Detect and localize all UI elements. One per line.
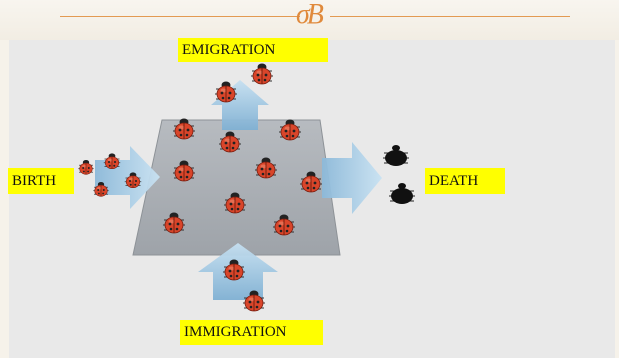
dead-ladybug-icon <box>382 144 410 167</box>
ladybug-icon <box>103 153 121 170</box>
death-label: DEATH <box>425 168 505 194</box>
emigration-label: EMIGRATION <box>178 38 328 62</box>
header-rule-right <box>330 16 570 17</box>
dead-ladybug-icon <box>388 182 416 205</box>
ladybug-icon <box>77 159 95 175</box>
header-rule-left <box>60 16 300 17</box>
header-band: σΒ <box>0 0 619 40</box>
ladybug-icon <box>214 81 238 103</box>
immigration-label: IMMIGRATION <box>180 320 323 345</box>
ladybug-icon <box>250 63 274 85</box>
death-arrow <box>322 142 382 214</box>
header-ornament: σΒ <box>296 0 324 30</box>
birth-label: BIRTH <box>8 168 74 194</box>
